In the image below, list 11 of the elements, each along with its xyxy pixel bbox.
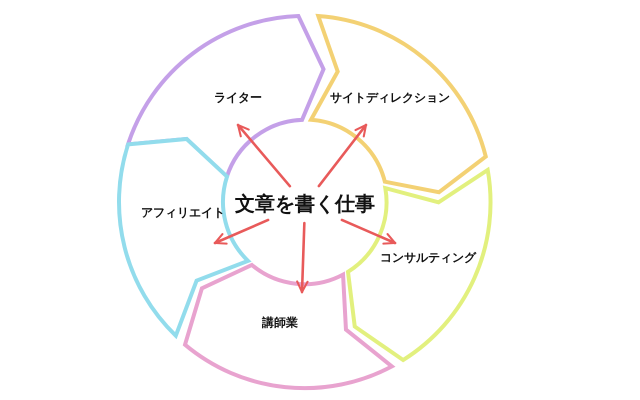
arrow <box>318 124 368 188</box>
segment-label: サイトディレクション <box>330 89 450 106</box>
arrow <box>236 124 292 188</box>
center-label: 文章を書く仕事 <box>235 190 375 218</box>
segment-label: アフィリエイト <box>141 204 225 222</box>
segment-label: コンサルティング <box>380 249 476 266</box>
segment-label: 講師業 <box>262 314 298 332</box>
segment-label: ライター <box>214 89 262 106</box>
arrow <box>340 218 396 245</box>
arrow <box>296 222 309 294</box>
arrow <box>214 218 270 245</box>
